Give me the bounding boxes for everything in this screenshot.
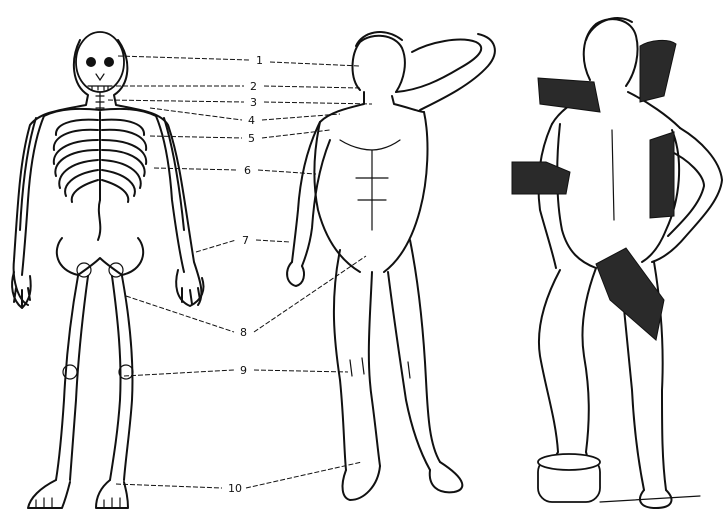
label-10: 10: [228, 482, 242, 495]
label-5: 5: [248, 132, 255, 145]
head-bandage: [538, 78, 600, 112]
label-2: 2: [250, 80, 257, 93]
leader-lines: [108, 56, 372, 488]
shoulder-bandage: [640, 40, 676, 102]
label-8: 8: [240, 326, 247, 339]
arm-bandage-left: [512, 162, 570, 194]
label-3: 3: [250, 96, 257, 109]
label-1: 1: [256, 54, 263, 67]
label-6: 6: [244, 164, 251, 177]
standing-man-figure: [287, 32, 495, 500]
label-4: 4: [248, 114, 255, 127]
number-labels: 1 2 3 4 5 6 7 8 9 10: [228, 54, 263, 495]
chest-bandage: [650, 132, 674, 218]
label-9: 9: [240, 364, 247, 377]
label-7: 7: [242, 234, 249, 247]
skeleton-figure: [12, 32, 203, 508]
rib-cage: [54, 112, 146, 202]
skull-icon: [76, 32, 124, 92]
bandaged-man-figure: [512, 18, 722, 508]
